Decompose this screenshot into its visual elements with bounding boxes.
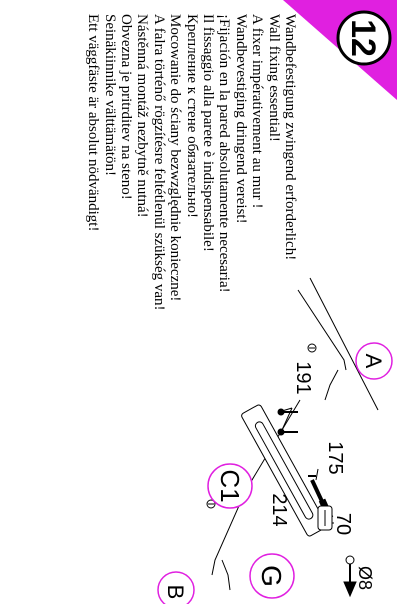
leader-191-lower <box>281 407 293 431</box>
label-circle-a <box>355 342 393 380</box>
wall-bracket <box>241 404 328 537</box>
part-number-214: 214 <box>268 493 290 526</box>
wall-dowel-70 <box>317 505 333 531</box>
drill-bit-icon <box>343 555 357 598</box>
step-number-badge <box>336 10 392 66</box>
cabinet-lower-edge <box>221 559 231 591</box>
drill-size-label: Ø8 <box>355 566 375 590</box>
leader-175 <box>315 468 319 481</box>
part-label-g: G <box>256 565 287 587</box>
label-circle-b <box>157 571 195 604</box>
part-label-a: A <box>361 354 386 369</box>
label-circle-c1 <box>207 463 253 509</box>
cam-screw <box>307 343 317 353</box>
part-number-70: 70 <box>332 513 354 535</box>
label-circle-g <box>249 553 295 599</box>
part-label-c1: C1 <box>215 469 245 502</box>
cabinet-corner-edge <box>324 369 339 401</box>
part-number-175: 175 <box>324 441 346 474</box>
screw-191-lower <box>277 428 298 436</box>
leader-191-upper <box>281 407 293 412</box>
screw-214 <box>206 499 216 509</box>
part-label-b: B <box>163 585 188 600</box>
screw-191-upper <box>277 408 298 416</box>
step-number: 12 <box>344 19 382 57</box>
bracket-slot <box>254 421 314 520</box>
part-number-191: 191 <box>292 361 314 394</box>
bracket-plate <box>241 404 328 537</box>
wall-edge-line <box>297 289 347 371</box>
cabinet-top-edge <box>309 277 379 411</box>
